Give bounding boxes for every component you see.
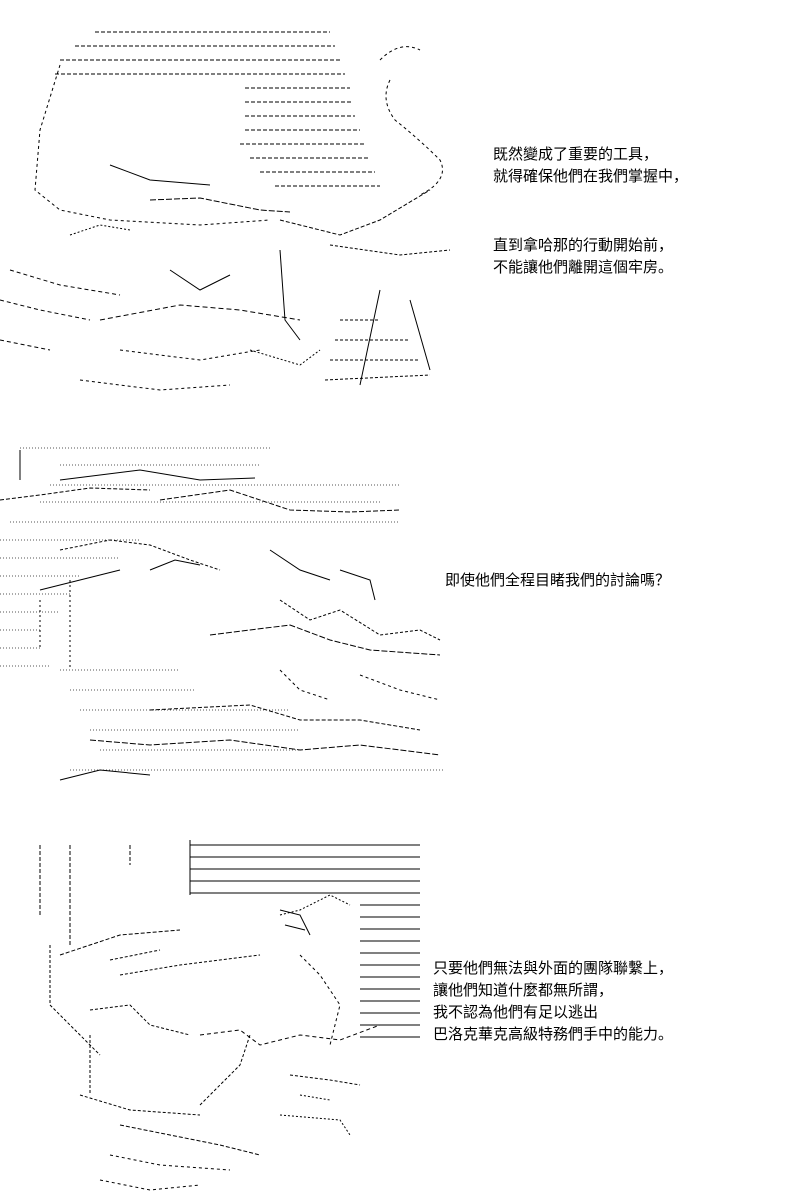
ascii-art-figure-hat-profile-icon: [0, 835, 430, 1200]
ascii-art-figure-shaded-tentacles-icon: [0, 440, 455, 785]
dialogue-line: 讓他們知道什麼都無所謂，: [433, 981, 614, 999]
panel-1: 既然變成了重要的工具， 就得確保他們在我們掌握中， 直到拿哈那的行動開始前， 不…: [0, 0, 800, 410]
ascii-art-figure-with-striped-hat-icon: [0, 20, 470, 400]
panel-3: 只要他們無法與外面的團隊聯繫上， 讓他們知道什麼都無所謂， 我不認為他們有足以逃…: [0, 835, 800, 1200]
dialogue-line: 既然變成了重要的工具，: [493, 145, 659, 163]
dialogue-block: 只要他們無法與外面的團隊聯繫上， 讓他們知道什麼都無所謂， 我不認為他們有足以逃…: [433, 957, 673, 1045]
panel-2: 即使他們全程目睹我們的討論嗎？: [0, 430, 800, 790]
dialogue-line: 巴洛克華克高級特務們手中的能力。: [433, 1025, 674, 1043]
dialogue-line: 不能讓他們離開這個牢房。: [493, 258, 674, 276]
dialogue-line: 只要他們無法與外面的團隊聯繫上，: [433, 959, 674, 977]
dialogue-block: 直到拿哈那的行動開始前， 不能讓他們離開這個牢房。: [493, 234, 673, 278]
dialogue-line: 我不認為他們有足以逃出: [433, 1003, 599, 1021]
dialogue-block: 即使他們全程目睹我們的討論嗎？: [445, 569, 670, 591]
dialogue-line: 即使他們全程目睹我們的討論嗎？: [445, 571, 671, 589]
dialogue-block: 既然變成了重要的工具， 就得確保他們在我們掌握中，: [493, 143, 688, 187]
dialogue-line: 直到拿哈那的行動開始前，: [493, 236, 674, 254]
dialogue-line: 就得確保他們在我們掌握中，: [493, 167, 689, 185]
